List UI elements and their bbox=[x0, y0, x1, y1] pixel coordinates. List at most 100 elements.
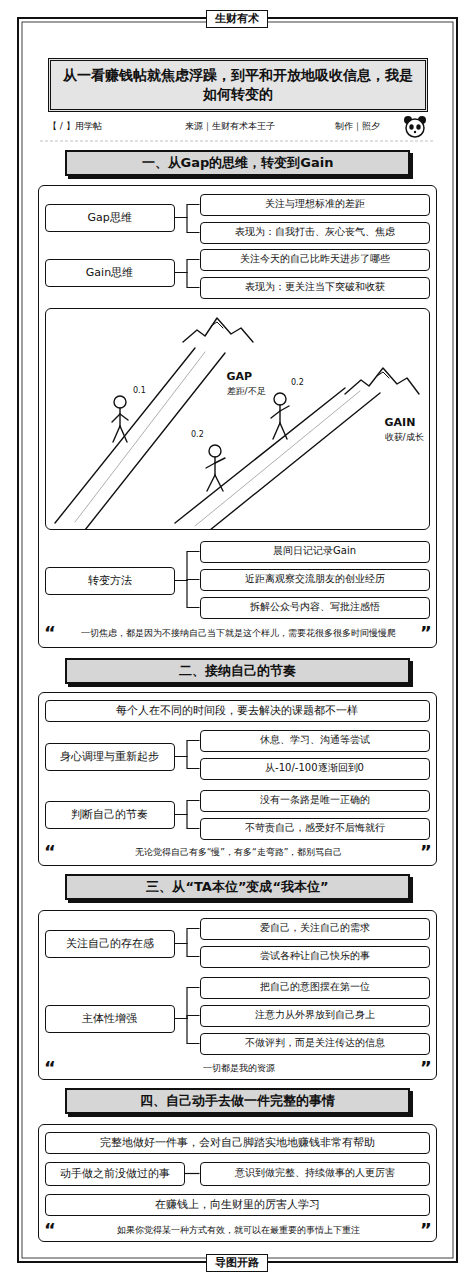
connector bbox=[175, 757, 200, 769]
box-text: 在赚钱上，向生财里的厉害人学习 bbox=[155, 1198, 320, 1211]
section-panel: 一切都是我的资源关注自己的存在感爱自己，关注自己的需求尝试各种让自己快乐的事主体… bbox=[38, 910, 437, 1080]
icon-nose bbox=[414, 131, 416, 133]
box-text: 注意力从外界放到自己身上 bbox=[255, 1009, 375, 1022]
box-text: 完整地做好一件事，会对自己脚踏实地地赚钱非常有帮助 bbox=[100, 1136, 375, 1149]
connector bbox=[175, 581, 200, 608]
connector bbox=[175, 741, 200, 757]
box-text: 表现为：更关注当下突破和收获 bbox=[245, 281, 385, 294]
box-text: 休息、学习、沟通等尝试 bbox=[260, 734, 370, 747]
illustration-label: GAP bbox=[226, 371, 254, 383]
topic-box: 关注自己的存在感 bbox=[45, 930, 175, 958]
box-text: 晨间日记记录Gain bbox=[273, 545, 356, 558]
quote-mark: “ bbox=[44, 841, 56, 863]
gap-mountain bbox=[183, 318, 253, 342]
callout-number: 0.2 bbox=[191, 430, 204, 440]
meta-text: 制作｜照夕 bbox=[335, 121, 380, 132]
connector bbox=[185, 1173, 200, 1174]
topic-box: 转变方法 bbox=[45, 567, 175, 595]
section-title: 二、接纳自己的节奏 bbox=[179, 663, 296, 679]
connector bbox=[175, 988, 200, 1019]
connector bbox=[175, 815, 200, 829]
box-text: 关注与理想标准的差距 bbox=[265, 198, 365, 211]
box-text: 爱自己，关注自己的需求 bbox=[260, 922, 370, 935]
quote-mark: “ bbox=[44, 622, 56, 644]
topic-box: 主体性增强 bbox=[45, 1005, 175, 1033]
quote-mark: ” bbox=[420, 1219, 432, 1241]
section-panel: 一切焦虑，都是因为不接纳自己当下就是这个样儿，需要花很多很多时间慢慢爬 Gap思维… bbox=[38, 185, 437, 648]
statement-box: 完整地做好一件事，会对自己脚踏实地地赚钱非常有帮助 bbox=[45, 1132, 430, 1154]
connector bbox=[175, 1019, 200, 1044]
detail-box: 关注今天的自己比昨天进步了哪些 bbox=[200, 249, 430, 271]
connector bbox=[175, 552, 200, 581]
bottom-tab: 导图开路 bbox=[206, 1254, 268, 1272]
illustration-label: 差距/不足 bbox=[226, 387, 267, 397]
section-title: 四、自己动手去做一件完整的事情 bbox=[140, 1093, 335, 1109]
detail-box: 没有一条路是唯一正确的 bbox=[200, 790, 430, 812]
box-text: 转变方法 bbox=[88, 574, 132, 588]
topic-box: Gain思维 bbox=[45, 259, 175, 287]
section-panel: 无论觉得自己有多“慢”，有多“走弯路”，都别骂自己每个人在不同的时间段，要去解决… bbox=[38, 692, 437, 866]
detail-box: 不苛责自己，感受好不后悔就行 bbox=[200, 818, 430, 840]
box-text: Gain思维 bbox=[86, 266, 133, 280]
box-text: 表现为：自我打击、灰心丧气、焦虑 bbox=[235, 226, 395, 239]
box-text: 不做评判，而是关注传达的信息 bbox=[245, 1037, 385, 1050]
stick-figure bbox=[206, 445, 225, 491]
box-text: 关注今天的自己比昨天进步了哪些 bbox=[240, 253, 390, 266]
box-text: 主体性增强 bbox=[82, 1012, 137, 1026]
statement-box: 在赚钱上，向生财里的厉害人学习 bbox=[45, 1194, 430, 1216]
detail-box: 关注与理想标准的差距 bbox=[200, 194, 430, 216]
section-header: 三、从“TA本位”变成“我本位” bbox=[65, 874, 410, 900]
box-text: 每个人在不同的时间段，要去解决的课题都不一样 bbox=[116, 704, 358, 717]
meta-text: 【 / 】用学帖 bbox=[48, 121, 102, 132]
quote-mark: ” bbox=[420, 841, 432, 863]
outer-border bbox=[18, 18, 457, 1262]
connector bbox=[175, 801, 200, 815]
quote-text: 一切焦虑，都是因为不接纳自己当下就是这个样儿，需要花很多很多时间慢慢爬 bbox=[61, 628, 416, 640]
quote-text: 无论觉得自己有多“慢”，有多“走弯路”，都别骂自己 bbox=[61, 847, 416, 859]
connector bbox=[175, 218, 200, 233]
topic-box: 身心调理与重新起步 bbox=[45, 743, 175, 771]
box-text: 身心调理与重新起步 bbox=[60, 750, 159, 764]
quote-text: 如果你觉得某一种方式有效，就可以在最重要的事情上下重注 bbox=[61, 1225, 416, 1237]
detail-box: 近距离观察交流朋友的创业经历 bbox=[200, 569, 430, 591]
detail-box: 表现为：自我打击、灰心丧气、焦虑 bbox=[200, 222, 430, 244]
connector bbox=[175, 205, 200, 218]
box-text: 动手做之前没做过的事 bbox=[60, 1167, 170, 1181]
section-panel: 如果你觉得某一种方式有效，就可以在最重要的事情上下重注完整地做好一件事，会对自己… bbox=[38, 1124, 437, 1242]
gap-track bbox=[55, 348, 195, 523]
stick-figure bbox=[271, 393, 289, 439]
gap-track bbox=[85, 353, 225, 530]
detail-box: 表现为：更关注当下突破和收获 bbox=[200, 277, 430, 299]
topic-box: Gap思维 bbox=[45, 204, 175, 232]
detail-box: 拆解公众号内容、写批注感悟 bbox=[200, 597, 430, 619]
detail-box: 把自己的意图摆在第一位 bbox=[200, 977, 430, 999]
topic-box: 动手做之前没做过的事 bbox=[45, 1162, 185, 1186]
connector bbox=[175, 929, 200, 944]
box-text: 关注自己的存在感 bbox=[66, 937, 154, 951]
quote-mark: ” bbox=[420, 622, 432, 644]
gain-ray bbox=[195, 391, 360, 526]
section-header: 二、接纳自己的节奏 bbox=[65, 658, 410, 684]
author-icon bbox=[402, 114, 428, 138]
connector bbox=[175, 260, 200, 273]
box-text: 尝试各种让自己快乐的事 bbox=[260, 950, 370, 963]
gap-mountain-snow bbox=[211, 322, 223, 328]
icon-eye bbox=[416, 124, 420, 130]
box-text: 没有一条路是唯一正确的 bbox=[260, 794, 370, 807]
gain-track bbox=[175, 388, 345, 523]
gap-gain-illustration bbox=[45, 308, 430, 530]
icon-eye bbox=[409, 124, 413, 130]
box-text: 判断自己的节奏 bbox=[71, 808, 148, 822]
connector bbox=[175, 944, 200, 957]
section-header: 一、从Gap的思维，转变到Gain bbox=[65, 150, 410, 176]
gain-track bbox=[210, 393, 380, 530]
box-text: 拆解公众号内容、写批注感悟 bbox=[250, 601, 380, 614]
quote-mark: “ bbox=[44, 1219, 56, 1241]
box-text: 不苛责自己，感受好不后悔就行 bbox=[245, 822, 385, 835]
illustration-label: GAIN bbox=[384, 417, 417, 429]
detail-box: 晨间日记记录Gain bbox=[200, 541, 430, 563]
gain-mountain bbox=[345, 368, 419, 394]
title-text: 从一看赚钱帖就焦虑浮躁，到平和开放地吸收信息，我是如何转变的 bbox=[61, 66, 415, 104]
callout-number: 0.1 bbox=[133, 386, 146, 396]
